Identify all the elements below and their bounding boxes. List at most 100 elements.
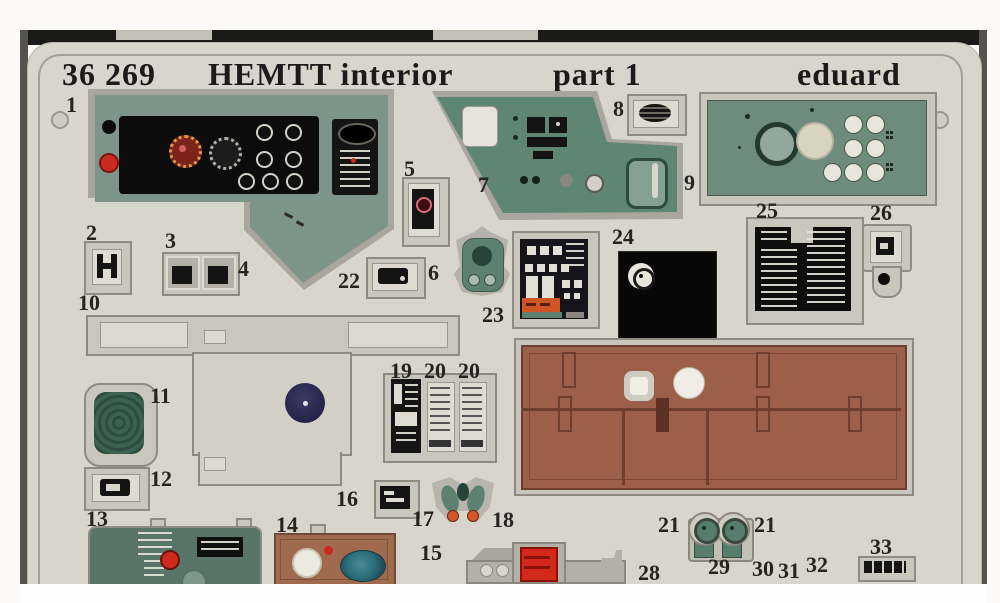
part-20-strip-lines (462, 387, 482, 435)
part-10-cutout (100, 322, 188, 348)
sheet-right-edge (979, 30, 987, 584)
photo-left-margin (0, 0, 20, 603)
part-number-13: 13 (86, 506, 108, 531)
part-number-12: 12 (150, 466, 172, 491)
part-number-9: 9 (684, 170, 695, 195)
part-23-button (562, 280, 570, 288)
small-dial (286, 173, 303, 190)
part-15-cab-wedge (470, 548, 520, 562)
part-designation: part 1 (553, 56, 642, 92)
part-24-emblem-ring (633, 268, 655, 290)
orange-gauge-needle (179, 145, 186, 152)
brand-logo-text: eduard (797, 56, 901, 92)
part-23-button (525, 264, 533, 272)
part-23-window (542, 276, 554, 302)
part-number-19: 19 (390, 358, 412, 383)
top-edge-notch (116, 30, 212, 40)
part-7-switch-dot (556, 122, 560, 126)
floor-slot (756, 352, 770, 388)
floor-slot (558, 396, 572, 432)
part-19-detail-lines (396, 432, 416, 446)
product-title: HEMTT interior (208, 56, 454, 92)
floor-panel-hline (523, 408, 901, 411)
part-15-red-stripe (524, 556, 550, 559)
part-33-grille-slats (864, 561, 906, 573)
part-23-button (561, 264, 569, 272)
part-number-24: 24 (612, 224, 634, 249)
part-21-grommet-ring (694, 518, 720, 544)
part-8-oval (639, 104, 671, 122)
fret-inner-frame (38, 54, 963, 586)
part-9-hole (844, 163, 863, 182)
sheet-left-edge (20, 30, 28, 584)
part-13-markings (144, 560, 164, 578)
part-23-button (537, 264, 545, 272)
floor-dark-slot (656, 398, 669, 432)
part-9-hole (823, 163, 842, 182)
part-number-21: 21 (658, 512, 680, 537)
part-7-knob (532, 176, 540, 184)
part-3-pedal-pad (172, 266, 192, 284)
part-10-slot (204, 457, 226, 471)
part-23-button (527, 246, 536, 255)
part-number-3: 3 (165, 228, 176, 253)
part-number-4: 4 (238, 256, 249, 281)
part-11-speaker (94, 392, 144, 454)
part-23-button (553, 246, 562, 255)
side-box-markings (340, 150, 370, 188)
part-9-dot (738, 146, 741, 149)
part-7-knob (520, 176, 528, 184)
part-17-18-orange-dot (447, 510, 459, 522)
small-dial (256, 151, 273, 168)
part-number-29: 29 (708, 554, 730, 579)
part-25-text-column (761, 231, 787, 245)
part-26-glyph-notch (880, 243, 888, 249)
part-17-18-orange-dot (467, 510, 479, 522)
part-23-button (564, 293, 570, 299)
part-7-light-button (585, 174, 604, 193)
floor-white-circle (673, 367, 705, 399)
part-14-red-dot (324, 546, 333, 555)
part-21-grommet-center (702, 526, 706, 530)
part-9-dot (810, 108, 814, 112)
part-10-plate (192, 352, 352, 456)
part-number-25: 25 (756, 198, 778, 223)
red-warning-button (99, 153, 119, 173)
part-number-10: 10 (78, 290, 100, 315)
part-15-red-stripe (524, 566, 550, 569)
part-20-strip-foot (461, 440, 483, 447)
part-14-teal-roundel (340, 550, 386, 582)
part-24-emblem-hub (639, 274, 643, 278)
part-number-2: 2 (86, 220, 97, 245)
part-number-6: 6 (428, 260, 439, 285)
part-6-eyelet (468, 274, 480, 286)
part-7-switch-small (533, 151, 553, 159)
photo-right-margin (987, 0, 1000, 603)
part-25-text-column (807, 231, 845, 307)
part-23-gray-strip (566, 312, 584, 318)
part-9-glyph (886, 163, 889, 166)
part-23-button (574, 293, 580, 299)
part-number-31: 31 (778, 558, 800, 583)
part-7-dot (513, 135, 518, 140)
part-number-17: 17 (412, 506, 434, 531)
part-6-eyelet (484, 274, 496, 286)
gray-gauge (209, 137, 242, 170)
part-number-18: 18 (492, 507, 514, 532)
part-23-button (574, 280, 582, 288)
part-9-hole (866, 163, 885, 182)
part-7-square-hole (462, 106, 498, 147)
floor-slot (848, 396, 862, 432)
floor-slot (756, 396, 770, 432)
part-2-glyph (101, 263, 113, 269)
part-26-hole (878, 273, 890, 285)
part-2-glyph (111, 254, 117, 278)
part-19-detail-lines (405, 384, 418, 408)
part-number-1: 1 (66, 92, 77, 117)
part-number-11: 11 (150, 383, 171, 408)
part-25-text-column (761, 249, 797, 307)
part-15-red-unit (520, 547, 558, 582)
part-7-switch-block (527, 117, 545, 133)
part-16-glyph (384, 491, 394, 495)
